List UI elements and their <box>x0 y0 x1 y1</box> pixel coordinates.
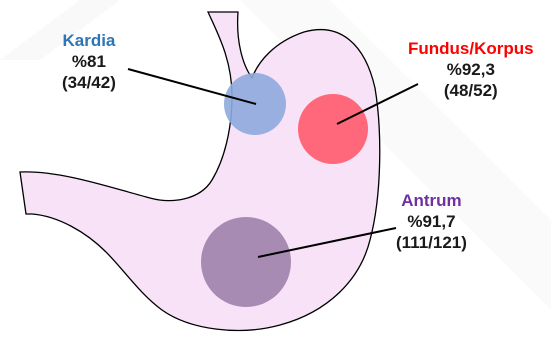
fundus-label: Fundus/Korpus %92,3 (48/52) <box>408 38 534 101</box>
fundus-count: (48/52) <box>408 80 534 101</box>
fundus-percent: %92,3 <box>408 59 534 80</box>
antrum-label: Antrum %91,7 (111/121) <box>396 190 467 253</box>
kardia-count: (34/42) <box>62 72 116 93</box>
antrum-name: Antrum <box>396 190 467 211</box>
kardia-percent: %81 <box>62 51 116 72</box>
fundus-circle <box>298 94 368 164</box>
kardia-name: Kardia <box>62 30 116 51</box>
antrum-percent: %91,7 <box>396 211 467 232</box>
kardia-label: Kardia %81 (34/42) <box>62 30 116 93</box>
antrum-count: (111/121) <box>396 232 467 253</box>
fundus-name: Fundus/Korpus <box>408 38 534 59</box>
antrum-circle <box>201 217 291 307</box>
